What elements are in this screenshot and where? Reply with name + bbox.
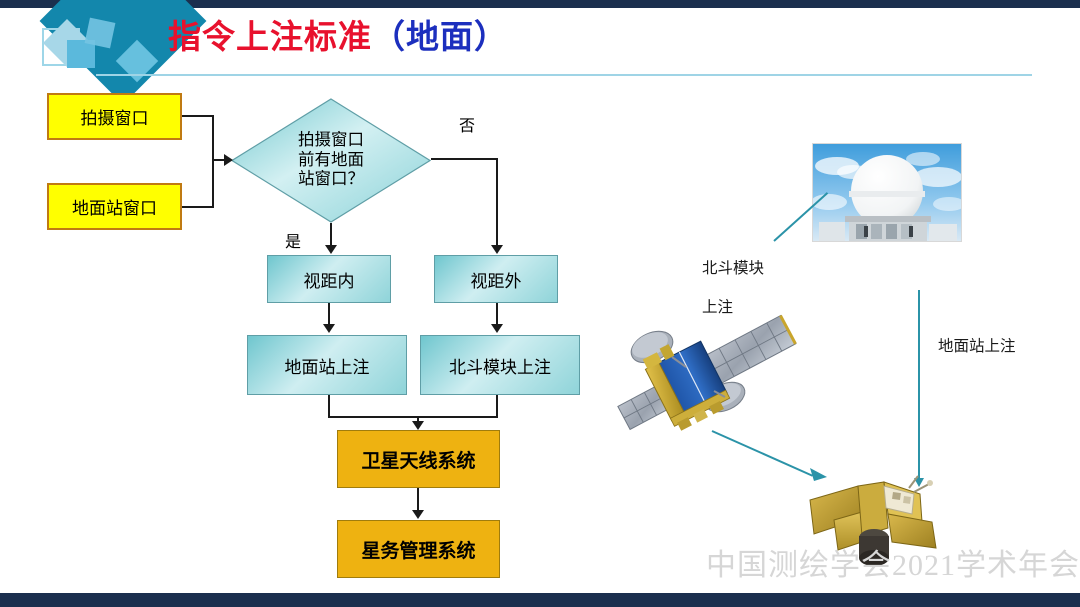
connector-gsuplink-down [328, 395, 330, 417]
flow-node-label: 地面站窗口 [72, 199, 157, 218]
beidou-uplink-label-line2: 上注 [702, 299, 734, 317]
arrow-into-beidou-uplink [491, 324, 503, 333]
decision-line-3: 站窗口？ [298, 170, 364, 189]
radome-photo-graphic [813, 144, 961, 241]
flow-node-decision-text: 拍摄窗口 前有地面 站窗口？ [231, 98, 431, 223]
arrow-into-management-system [412, 510, 424, 519]
connector-gsw-to-junction [182, 206, 214, 208]
connector-antenna-to-management [417, 488, 419, 511]
beidou-uplink-label: 北斗模块 上注 [702, 240, 764, 337]
flow-node-satellite-antenna-system: 卫星天线系统 [337, 430, 500, 488]
connector-junction-to-diamond [212, 159, 226, 161]
arrow-into-beyond-los [491, 245, 503, 254]
flow-node-label: 拍摄窗口 [80, 109, 149, 128]
decision-line-2: 前有地面 [298, 150, 364, 169]
flow-node-label: 北斗模块上注 [449, 357, 551, 377]
beidou-satellite-illustration [610, 305, 800, 440]
connector-yes-branch [330, 223, 332, 246]
branch-label-yes: 是 [285, 234, 302, 251]
downlink-vertical-line [918, 290, 920, 480]
flow-node-beyond-los: 视距外 [434, 255, 558, 303]
connector-within-to-gsuplink [328, 303, 330, 325]
beidou-uplink-label-line1: 北斗模块 [702, 260, 765, 278]
flow-node-ground-station-uplink: 地面站上注 [247, 335, 407, 395]
connector-beyond-to-beidou [496, 303, 498, 325]
arrow-into-antenna-system [412, 421, 424, 430]
bottom-navy-band [0, 593, 1080, 607]
decision-line-1: 拍摄窗口 [298, 131, 364, 150]
flow-node-label: 星务管理系统 [361, 540, 476, 562]
ground-station-radome-photo [812, 143, 962, 242]
flow-node-ground-station-window: 地面站窗口 [47, 183, 182, 230]
downlink-arrow-head [914, 478, 924, 487]
blue-square-shape [67, 40, 95, 68]
page-title-main: 指令上注标准 [168, 18, 372, 55]
flow-node-label: 卫星天线系统 [361, 450, 476, 472]
connector-merge-bar [328, 416, 498, 418]
flow-node-label: 视距外 [470, 271, 522, 291]
connector-gsw-up [212, 160, 214, 206]
uplink-arrowhead-to-small-satellite [810, 468, 830, 493]
flow-node-shoot-window: 拍摄窗口 [47, 93, 182, 140]
title-divider [96, 74, 1032, 76]
flow-node-beidou-module-uplink: 北斗模块上注 [420, 335, 580, 395]
flow-node-satellite-management-system: 星务管理系统 [337, 520, 500, 578]
diamond-shape [231, 98, 431, 223]
page-title: 指令上注标准（地面） [168, 20, 508, 53]
top-navy-band [0, 0, 1080, 8]
flow-node-within-los: 视距内 [267, 255, 391, 303]
connector-merge-to-antenna [417, 416, 419, 424]
connector-shoot-to-junction [182, 115, 214, 117]
ground-station-uplink-label: 地面站上注 [938, 338, 1016, 355]
arrow-into-ground-station-uplink [323, 324, 335, 333]
flow-node-decision: 拍摄窗口 前有地面 站窗口？ [231, 98, 431, 223]
conference-watermark: 中国测绘学会2021学术年会 [706, 549, 1080, 582]
connector-no-branch-horizontal [431, 158, 498, 160]
arrow-into-within-los [325, 245, 337, 254]
page-title-suffix: （地面） [372, 18, 508, 55]
flow-node-label: 地面站上注 [284, 357, 370, 377]
small-satellite-illustration [796, 462, 956, 568]
arrowhead-graphic [810, 468, 827, 481]
connector-beidou-down [496, 395, 498, 417]
blue-square-shape-2 [84, 17, 116, 49]
branch-label-no: 否 [459, 118, 476, 135]
connector-shoot-down [212, 115, 214, 160]
small-satellite-graphic [809, 475, 937, 566]
beidou-satellite-graphic [617, 314, 797, 431]
slide-logo-decoration [34, 0, 207, 105]
connector-no-branch-vertical [496, 158, 498, 246]
arrow-into-diamond [224, 154, 233, 166]
flow-node-label: 视距内 [303, 271, 355, 291]
